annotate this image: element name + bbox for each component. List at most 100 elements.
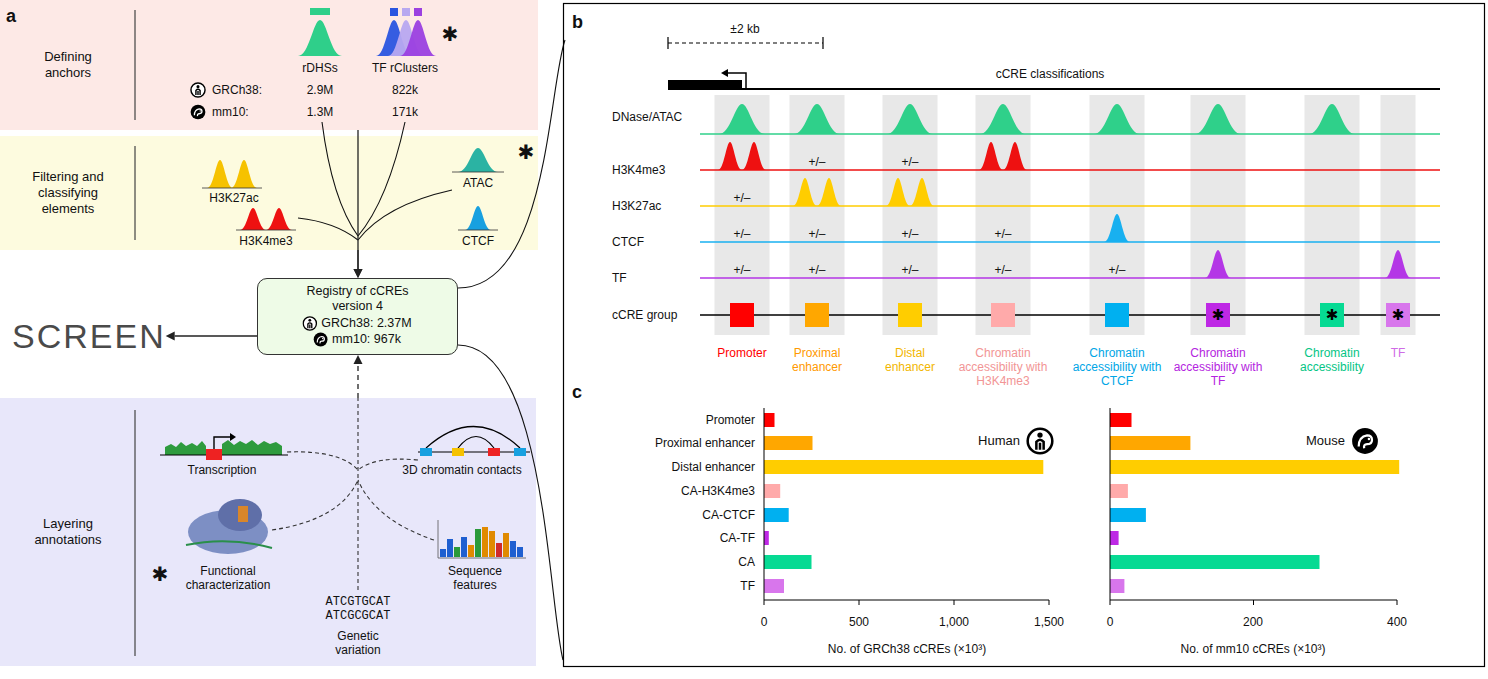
- label-text: 1.3M: [307, 105, 334, 119]
- human-icon: [303, 317, 316, 330]
- label-text: H3K27ac: [612, 199, 661, 213]
- label-text: CA-TF: [720, 531, 755, 545]
- label-text: rDHSs: [302, 61, 337, 75]
- label-text: 0: [1107, 615, 1114, 629]
- connector: [166, 332, 257, 341]
- band-grounds: [0, 0, 538, 666]
- label-text: 400: [1387, 615, 1407, 629]
- label-text: TF rClusters: [372, 61, 438, 75]
- label-text: ATCGCGCAT: [326, 609, 391, 623]
- mouse-icon: [314, 333, 328, 347]
- label-text: CA-CTCF: [702, 508, 755, 522]
- label-text: a: [6, 5, 16, 27]
- label-text: Human: [978, 433, 1020, 449]
- panel-frame: [564, 4, 1485, 667]
- label-text: +/–: [808, 227, 825, 241]
- label-text: ✱: [152, 562, 169, 586]
- label-text: ✱: [442, 22, 459, 46]
- label-text: 822k: [392, 83, 418, 97]
- label-text: ±2 kb: [730, 22, 759, 36]
- arrowhead: [354, 269, 363, 278]
- label-text: +/–: [994, 263, 1011, 277]
- label-text: +/–: [994, 227, 1011, 241]
- registry-count: mm10: 967k: [332, 332, 401, 347]
- label-text: cCRE group: [612, 308, 677, 322]
- label-text: +/–: [733, 227, 750, 241]
- label-text: +/–: [733, 191, 750, 205]
- label-text: Chromatin accessibility with CTCF: [1071, 346, 1163, 388]
- label-text: 1,000: [939, 615, 969, 629]
- label-text: Distal enhancer: [880, 346, 940, 374]
- label-text: 171k: [392, 105, 418, 119]
- label-text: H3K27ac: [209, 191, 258, 205]
- arrowhead: [354, 269, 363, 278]
- registry-box: Registry of cCREs version 4GRCh38: 2.37M…: [257, 278, 458, 355]
- arrowhead: [166, 332, 175, 341]
- label-text: Genetic variation: [326, 629, 390, 657]
- registry-ground: [257, 278, 458, 355]
- label-text: GRCh38:: [212, 83, 262, 97]
- label-text: Functional characterization: [173, 564, 283, 592]
- label-text: +/–: [808, 155, 825, 169]
- label-text: TF: [1391, 346, 1406, 360]
- band-region: Filtering and classifying elements: [0, 136, 538, 250]
- label-text: Promoter: [706, 413, 755, 427]
- label-text: DNase/ATAC: [612, 110, 682, 124]
- label-text: +/–: [808, 263, 825, 277]
- connector-line: [357, 364, 358, 398]
- band-region: Defining anchors: [0, 0, 538, 130]
- label-text: TF: [612, 271, 627, 285]
- star-mark: ✱: [1326, 307, 1339, 323]
- screen-logo: SCREEN: [12, 316, 166, 356]
- label-text: Proximal enhancer: [655, 436, 755, 450]
- annotation-icons: [160, 398, 530, 590]
- label-text: Distal enhancer: [672, 460, 755, 474]
- label-text: Mouse: [1306, 433, 1345, 449]
- label-text: Promoter: [717, 346, 766, 360]
- arrowhead: [354, 355, 363, 364]
- filter-peaks: [202, 122, 504, 240]
- label-text: CA: [738, 555, 755, 569]
- label-text: H3K4me3: [239, 234, 292, 248]
- connector: [354, 355, 363, 398]
- label-text: c: [572, 381, 582, 403]
- label-text: ATAC: [463, 176, 493, 190]
- label-text: +/–: [733, 263, 750, 277]
- label-text: 2.9M: [307, 83, 334, 97]
- label-text: Chromatin accessibility with H3K4me3: [957, 346, 1049, 388]
- label-text: 0: [761, 615, 768, 629]
- label-text: cCRE classifications: [996, 67, 1105, 81]
- bar-chart: [764, 408, 1399, 605]
- label-text: ✱: [518, 140, 535, 164]
- group-square: ✱: [1386, 303, 1410, 327]
- label-text: mm10:: [212, 105, 249, 119]
- label-text: b: [572, 11, 583, 33]
- band-region: Layering annotations: [0, 398, 536, 666]
- label-text: ATCGTGCAT: [326, 595, 391, 609]
- label-text: No. of GRCh38 cCREs (×10³): [828, 642, 986, 656]
- label-text: TF: [740, 579, 755, 593]
- label-text: +/–: [901, 155, 918, 169]
- label-text: H3K4me3: [612, 163, 665, 177]
- connector-line: [357, 130, 358, 269]
- label-text: No. of mm10 cCREs (×10³): [1180, 642, 1325, 656]
- group-square: ✱: [1320, 303, 1344, 327]
- label-text: +/–: [901, 227, 918, 241]
- connector: [354, 250, 363, 278]
- label-text: Sequence features: [440, 564, 510, 592]
- label-text: Chromatin accessibility with TF: [1172, 346, 1264, 388]
- label-text: 200: [1243, 615, 1263, 629]
- label-text: CTCF: [612, 235, 644, 249]
- registry-title: Registry of cCREs version 4: [296, 284, 420, 314]
- classification-tracks: [668, 37, 1440, 335]
- label-text: 1,500: [1034, 615, 1064, 629]
- label-text: 3D chromatin contacts: [402, 463, 521, 477]
- label-text: +/–: [1108, 263, 1125, 277]
- connector: [354, 130, 363, 278]
- band-heading: Layering annotations: [23, 516, 113, 548]
- label-text: Chromatin accessibility: [1292, 346, 1372, 374]
- label-text: 500: [849, 615, 869, 629]
- connector-line: [175, 335, 257, 336]
- connector-line: [357, 250, 358, 269]
